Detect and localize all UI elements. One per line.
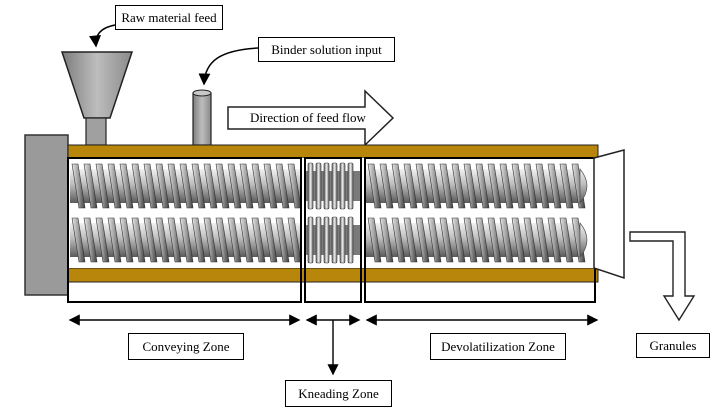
binder-solution-input-label: Binder solution input bbox=[258, 37, 395, 62]
hopper bbox=[60, 51, 134, 146]
die-outlet bbox=[593, 149, 625, 280]
devolatilization-zone-text: Devolatilization Zone bbox=[441, 338, 555, 354]
devolatilization-screw-1 bbox=[366, 163, 586, 209]
kneading-block-2 bbox=[306, 216, 360, 264]
kneading-zone-text: Kneading Zone bbox=[298, 385, 379, 401]
kneading-zone-label: Kneading Zone bbox=[285, 380, 392, 407]
screw-tip-2 bbox=[579, 222, 588, 258]
conveying-zone-outline bbox=[67, 157, 302, 303]
granules-outlet-arrow bbox=[629, 231, 696, 322]
kneading-zone-outline bbox=[304, 157, 362, 303]
binder-inlet-cylinder bbox=[192, 89, 212, 146]
barrel-bottom-wall bbox=[67, 267, 599, 283]
feed-direction-arrow bbox=[227, 89, 395, 147]
barrel-top-wall bbox=[67, 144, 599, 159]
direction-of-feed-flow-label: Direction of feed flow bbox=[250, 110, 366, 125]
twin-screws bbox=[70, 162, 588, 264]
conveying-screw-2 bbox=[70, 217, 302, 263]
conveying-zone-text: Conveying Zone bbox=[142, 338, 230, 354]
motor-block bbox=[24, 134, 69, 296]
raw-feed-pointer bbox=[89, 24, 116, 48]
screw-tip-1 bbox=[579, 168, 588, 204]
granules-label: Granules bbox=[636, 333, 710, 358]
raw-material-feed-text: Raw material feed bbox=[121, 9, 217, 25]
kneading-block-1 bbox=[306, 162, 360, 210]
raw-material-feed-label: Raw material feed bbox=[115, 5, 223, 30]
conveying-screw-1 bbox=[70, 163, 302, 209]
granules-text: Granules bbox=[649, 337, 697, 353]
conveying-zone-label: Conveying Zone bbox=[128, 333, 244, 360]
binder-solution-input-text: Binder solution input bbox=[271, 41, 382, 57]
devolatilization-zone-label: Devolatilization Zone bbox=[430, 333, 566, 360]
devolatilization-screw-2 bbox=[366, 217, 586, 263]
binder-pointer bbox=[198, 47, 259, 86]
